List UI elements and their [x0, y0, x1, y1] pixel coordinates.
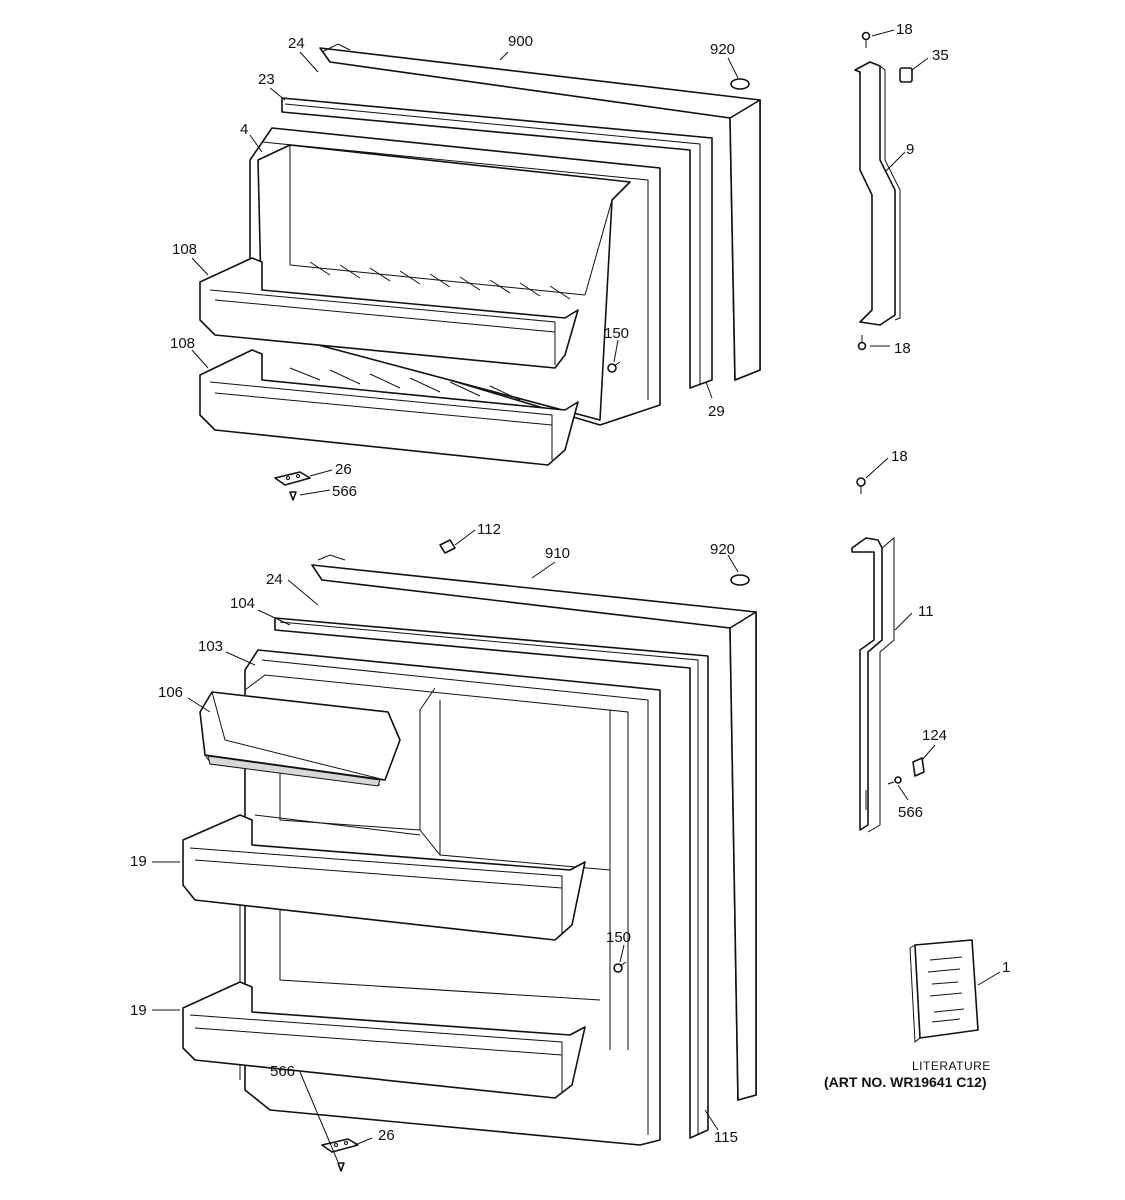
freezer-liner-inner-box: [257, 144, 631, 421]
freezer-handle-assembly: [854, 31, 913, 351]
fresh-food-handle-assembly: [851, 477, 925, 833]
fresh-food-outer-door-panel: [311, 554, 757, 1101]
freezer-handle-screw-bottom: [857, 335, 867, 351]
literature-booklet: LITERATURE: [909, 939, 991, 1073]
fresh-food-handle-screw-566: [887, 776, 902, 785]
freezer-outer-door-panel: [319, 43, 761, 381]
callout-106: 106: [158, 684, 183, 701]
freezer-door-assembly: [199, 43, 761, 501]
fresh-food-door-shelf-upper: [182, 814, 586, 941]
fresh-food-liner-inner-box: [239, 674, 629, 1080]
freezer-door-screw-150: [607, 361, 621, 373]
freezer-handle-screw-top: [861, 31, 871, 48]
freezer-handle-cap-35: [899, 67, 913, 83]
callout-18-handle-top: 18: [896, 21, 913, 38]
freezer-screw-566: [289, 491, 297, 501]
callout-29: 29: [708, 403, 725, 420]
freezer-handle-9: [854, 61, 901, 326]
leader-lines: [152, 29, 1001, 1163]
callout-566-bottom: 566: [270, 1063, 295, 1080]
fresh-food-screw-112: [439, 539, 456, 554]
fresh-food-door-gasket: [274, 617, 709, 1139]
callout-35: 35: [932, 47, 949, 64]
fresh-food-hinge-26: [321, 1138, 359, 1153]
fresh-food-door-assembly: [182, 539, 757, 1172]
callout-566-top: 566: [332, 483, 357, 500]
callout-108-lower: 108: [170, 335, 195, 352]
fresh-food-door-shelf-lower: [182, 981, 586, 1099]
callout-26-top: 26: [335, 461, 352, 478]
callout-23: 23: [258, 71, 275, 88]
callout-108-upper: 108: [172, 241, 197, 258]
callout-115: 115: [714, 1129, 738, 1146]
callout-18-ff-handle: 18: [891, 448, 908, 465]
literature-label: LITERATURE: [912, 1059, 991, 1073]
fresh-food-dairy-door-106: [199, 691, 401, 787]
callout-4: 4: [240, 121, 248, 138]
freezer-door-gasket: [281, 97, 713, 389]
callout-24-bottom: 24: [266, 571, 283, 588]
callout-1: 1: [1002, 959, 1010, 976]
freezer-door-shelf-lower: [199, 349, 579, 466]
callout-910: 910: [545, 545, 570, 562]
callout-920-bottom: 920: [710, 541, 735, 558]
callout-104: 104: [230, 595, 255, 612]
freezer-door-shelf-upper: [199, 257, 579, 369]
fresh-food-handle-screw-18: [856, 477, 866, 494]
callout-9: 9: [906, 141, 914, 158]
callout-18-handle-bottom: 18: [894, 340, 911, 357]
callout-566-handle: 566: [898, 804, 923, 821]
callout-19-upper: 19: [130, 853, 147, 870]
callout-103: 103: [198, 638, 223, 655]
callout-150-bottom: 150: [606, 929, 631, 946]
callout-150-top: 150: [604, 325, 629, 342]
callout-labels: 900 920 24 23 4 108 108 150 29 26 566 18…: [130, 21, 1010, 1146]
callout-11: 11: [918, 603, 934, 620]
callout-112: 112: [477, 521, 501, 538]
fresh-food-screw-566: [337, 1162, 345, 1172]
fresh-food-handle-clip-124: [912, 757, 925, 777]
callout-124: 124: [922, 727, 947, 744]
callout-920-top: 920: [710, 41, 735, 58]
callout-900: 900: [508, 33, 533, 50]
fresh-food-handle-11: [851, 536, 895, 833]
fresh-food-door-screw-150: [613, 961, 627, 973]
callout-24-top: 24: [288, 35, 305, 52]
fresh-food-plug-920: [730, 574, 750, 586]
freezer-plug-920: [730, 78, 750, 90]
art-number: (ART NO. WR19641 C12): [824, 1074, 987, 1090]
freezer-hinge-26: [274, 471, 311, 486]
callout-26-bottom: 26: [378, 1127, 395, 1144]
callout-19-lower: 19: [130, 1002, 147, 1019]
